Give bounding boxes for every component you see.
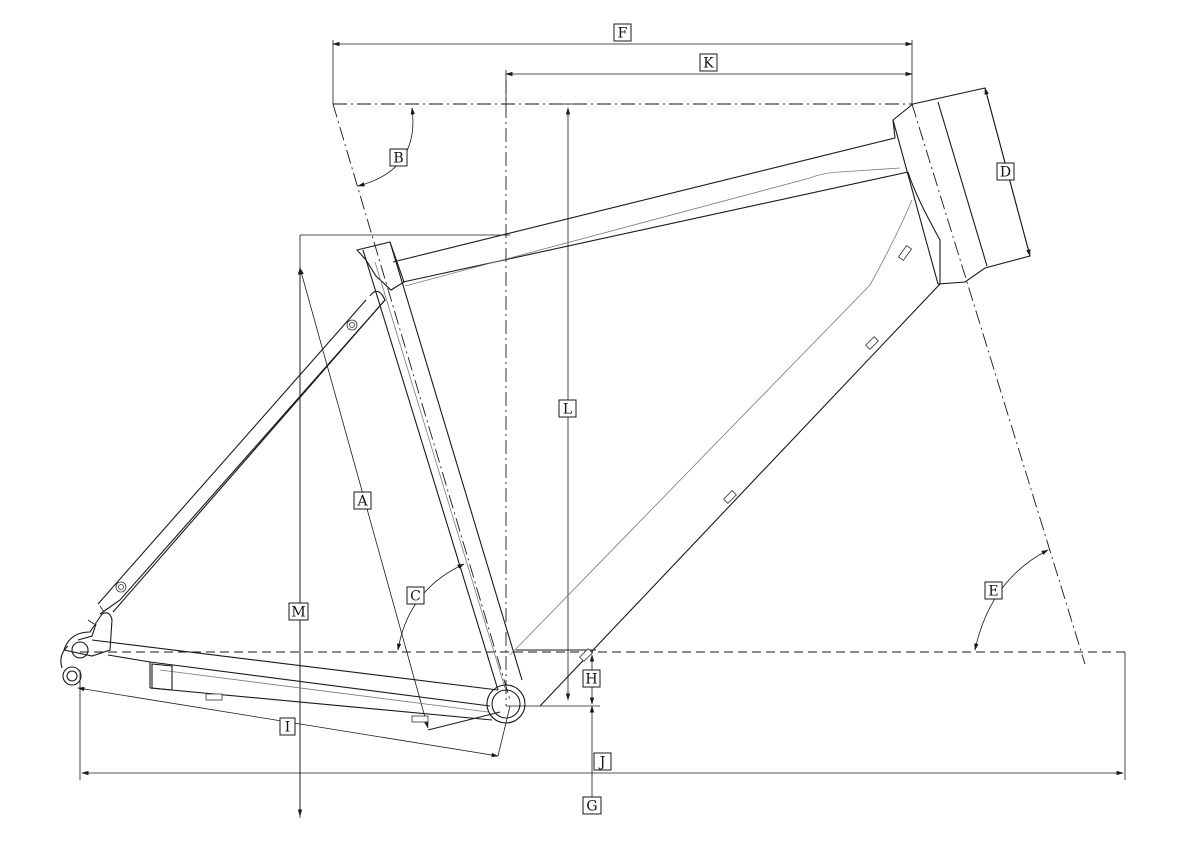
label-B: B xyxy=(389,148,408,167)
svg-text:C: C xyxy=(410,589,421,605)
label-G: G xyxy=(582,796,602,815)
seat-stay xyxy=(97,290,386,615)
label-I: I xyxy=(279,717,296,736)
svg-text:L: L xyxy=(563,402,572,418)
svg-text:G: G xyxy=(586,799,597,815)
bottom-bracket xyxy=(486,684,526,724)
head-tube xyxy=(892,87,1031,285)
bike-frame xyxy=(60,87,1031,731)
top-tube xyxy=(392,137,909,287)
svg-text:F: F xyxy=(618,26,628,42)
seat-tube xyxy=(355,241,523,691)
label-C: C xyxy=(406,586,425,605)
svg-text:I: I xyxy=(285,720,291,736)
dimension-labels: F K B D L A C E xyxy=(279,23,1015,815)
construction-lines xyxy=(79,40,1126,818)
rear-dropout xyxy=(60,612,113,686)
down-tube xyxy=(509,171,941,707)
label-H: H xyxy=(582,669,601,688)
svg-text:J: J xyxy=(598,755,606,771)
svg-text:K: K xyxy=(703,56,714,72)
label-A: A xyxy=(353,491,372,510)
label-M: M xyxy=(288,602,309,621)
label-J: J xyxy=(593,752,612,771)
label-L: L xyxy=(558,399,577,418)
label-F: F xyxy=(613,23,632,42)
svg-text:A: A xyxy=(356,494,368,510)
label-D: D xyxy=(996,162,1015,181)
frame-bosses xyxy=(87,244,913,723)
svg-text:M: M xyxy=(291,605,305,621)
chain-stay xyxy=(91,639,501,731)
svg-text:D: D xyxy=(1000,165,1011,181)
svg-text:E: E xyxy=(988,584,998,600)
svg-text:B: B xyxy=(393,151,403,167)
svg-text:H: H xyxy=(585,672,597,688)
label-E: E xyxy=(984,581,1003,600)
dimension-lines xyxy=(77,41,1124,817)
label-K: K xyxy=(699,53,718,72)
